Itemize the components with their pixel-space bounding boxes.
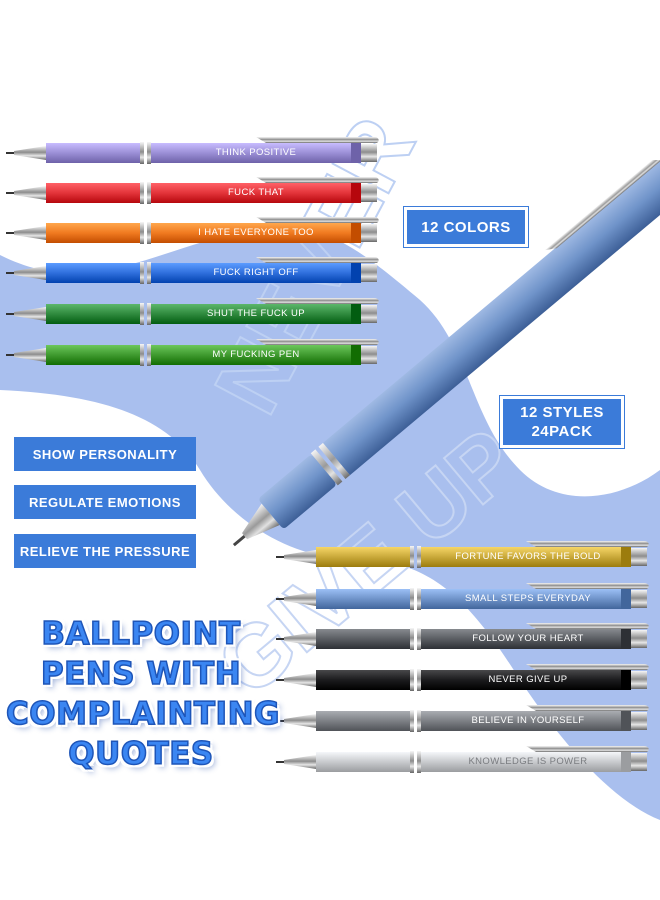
left-pen-body xyxy=(6,217,379,244)
right-pen-body xyxy=(276,623,649,650)
feature-badge-label: RELIEVE THE PRESSURE xyxy=(19,543,191,559)
big-pen-barrel xyxy=(323,160,660,476)
left-pen-body xyxy=(6,339,379,366)
big-pen-cone xyxy=(242,503,280,540)
left-pen-body xyxy=(6,177,379,204)
right-pen: FOLLOW YOUR HEART xyxy=(276,623,656,652)
right-pen-quote: FOLLOW YOUR HEART xyxy=(472,633,584,644)
headline-line-2: PENS WITH xyxy=(40,655,242,693)
right-pen-quote: SMALL STEPS EVERYDAY xyxy=(464,593,592,604)
feature-badge-label: SHOW PERSONALITY xyxy=(32,446,178,462)
right-pen: FORTUNE FAVORS THE BOLD xyxy=(276,541,656,570)
left-pen: THINK POSITIVE xyxy=(6,137,386,166)
right-pen-quote: NEVER GIVE UP xyxy=(488,674,568,685)
headline-line-4: QUOTES xyxy=(67,735,214,773)
colors-count-label: 12 COLORS xyxy=(421,218,511,236)
feature-badge-label: REGULATE EMOTIONS xyxy=(29,494,181,510)
feature-badge: SHOW PERSONALITY xyxy=(14,437,196,471)
left-pen: FUCK THAT xyxy=(6,177,386,206)
right-pen-quote: KNOWLEDGE IS POWER xyxy=(468,756,588,767)
left-pen-body xyxy=(6,137,379,164)
featured-pen xyxy=(232,160,660,547)
pack-count-label: 24PACK xyxy=(531,423,593,440)
product-headline: BALLPOINT PENS WITH COMPLAINTING QUOTES xyxy=(5,614,280,774)
right-pen-body xyxy=(276,583,649,610)
left-pen: SHUT THE FUCK UP xyxy=(6,298,386,327)
big-pen-tip xyxy=(232,534,246,547)
left-pen-quote: FUCK THAT xyxy=(227,187,285,198)
right-pen-body xyxy=(276,664,649,691)
left-pen: I HATE EVERYONE TOO xyxy=(6,217,386,246)
right-pen-quote: BELIEVE IN YOURSELF xyxy=(471,715,585,726)
blue-wave-shape xyxy=(0,226,660,820)
left-pen: MY FUCKING PEN xyxy=(6,339,386,368)
left-pen: FUCK RIGHT OFF xyxy=(6,257,386,286)
left-pen-quote: SHUT THE FUCK UP xyxy=(207,308,305,319)
right-pen: BELIEVE IN YOURSELF xyxy=(276,705,656,734)
big-pen-grip xyxy=(259,455,336,528)
left-pen-quote: I HATE EVERYONE TOO xyxy=(198,227,314,238)
left-pen-quote: THINK POSITIVE xyxy=(215,147,297,158)
feature-badge: REGULATE EMOTIONS xyxy=(14,485,196,519)
right-pen: SMALL STEPS EVERYDAY xyxy=(276,583,656,612)
right-pen-quote: FORTUNE FAVORS THE BOLD xyxy=(455,551,601,562)
right-pen-body xyxy=(276,746,649,773)
big-pen-clip xyxy=(545,160,660,251)
feature-badge: RELIEVE THE PRESSURE xyxy=(14,534,196,568)
left-pen-quote: FUCK RIGHT OFF xyxy=(213,267,299,278)
right-pen-body xyxy=(276,541,649,568)
styles-pack-badge: 12 STYLES 24PACK xyxy=(500,396,624,448)
left-pen-body xyxy=(6,257,379,284)
right-pen: NEVER GIVE UP xyxy=(276,664,656,693)
left-pen-quote: MY FUCKING PEN xyxy=(212,349,300,360)
right-pen-body xyxy=(276,705,649,732)
styles-count-label: 12 STYLES xyxy=(520,404,604,421)
headline-line-1: BALLPOINT xyxy=(41,615,241,653)
left-pen-body xyxy=(6,298,379,325)
headline-line-3: COMPLAINTING xyxy=(5,695,280,733)
colors-count-badge: 12 COLORS xyxy=(404,207,528,247)
right-pen: KNOWLEDGE IS POWER xyxy=(276,746,656,775)
